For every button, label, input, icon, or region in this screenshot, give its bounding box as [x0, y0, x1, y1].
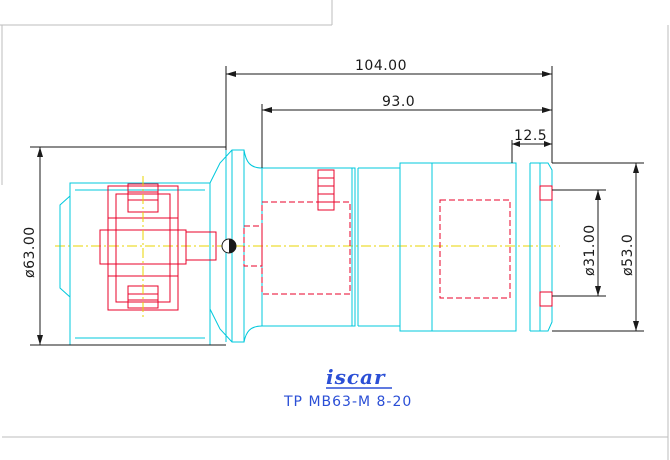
model-designation: TP MB63-M 8-20: [283, 394, 412, 410]
tool-outline: [59, 149, 553, 346]
dim-body-diameter: ø53.0: [620, 234, 636, 276]
logo-text: iscar: [326, 365, 386, 389]
dim-shank-diameter: ø63.00: [22, 226, 38, 278]
dim-bore-diameter: ø31.00: [582, 224, 598, 276]
clamping-mechanism: [99, 176, 217, 320]
dimension-lines: [30, 66, 644, 346]
dim-body-length: 93.0: [382, 94, 415, 110]
dim-front-step: 12.5: [514, 128, 547, 144]
pivot-pin-icon: [221, 238, 237, 254]
dim-total-length: 104.00: [355, 58, 407, 74]
iscar-logo: iscar: [326, 365, 392, 389]
hidden-features: [243, 169, 553, 307]
